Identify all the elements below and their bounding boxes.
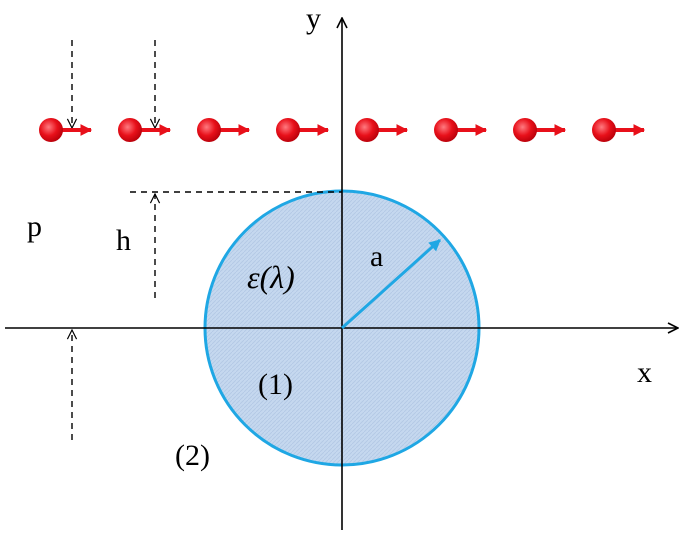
region-2-label: (2)	[175, 439, 210, 472]
electron-dot	[118, 118, 142, 142]
y-axis-label: y	[306, 2, 321, 35]
electron-beam	[39, 118, 646, 142]
electron	[197, 118, 251, 142]
x-axis-label: x	[637, 356, 652, 389]
electron	[513, 118, 567, 142]
electron-dot	[513, 118, 537, 142]
permittivity-label: ε(λ)	[247, 259, 295, 295]
electron	[592, 118, 646, 142]
h-label: h	[116, 224, 131, 257]
electron	[355, 118, 409, 142]
electron	[276, 118, 330, 142]
electron	[118, 118, 172, 142]
radius-label: a	[370, 240, 383, 273]
electron	[434, 118, 488, 142]
electron	[39, 118, 93, 142]
electron-dot	[434, 118, 458, 142]
p-label: p	[27, 210, 42, 243]
electron-dot	[592, 118, 616, 142]
electron-dot	[39, 118, 63, 142]
electron-dot	[276, 118, 300, 142]
electron-dot	[355, 118, 379, 142]
region-1-label: (1)	[258, 368, 293, 401]
radius-arrow	[340, 238, 442, 330]
electron-dot	[197, 118, 221, 142]
